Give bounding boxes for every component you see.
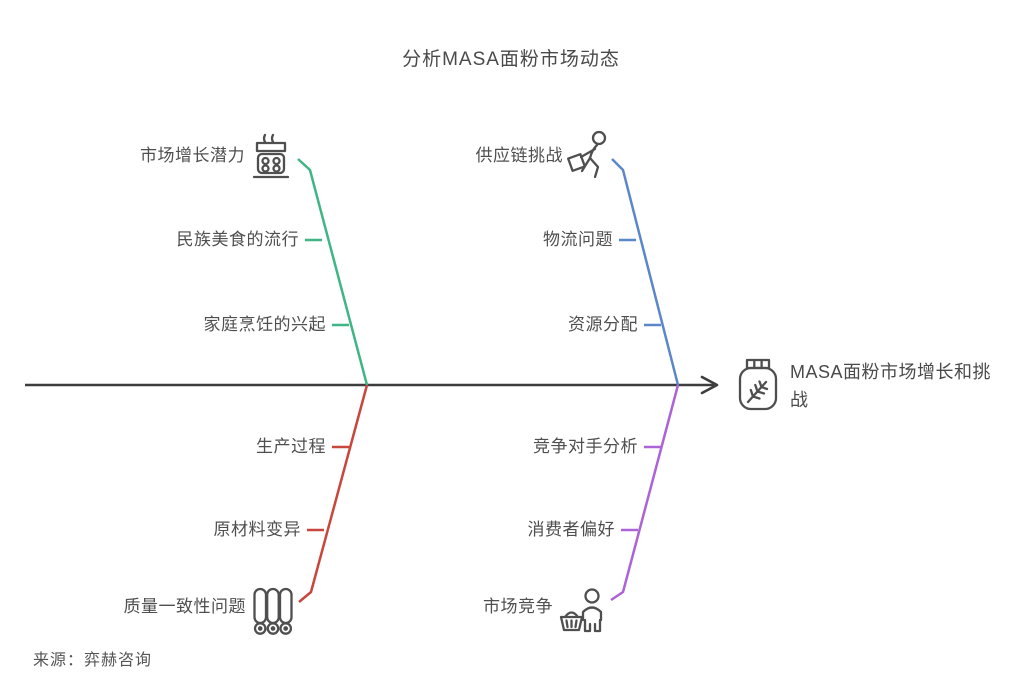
branch-line-quality — [298, 384, 369, 603]
cause-label: 民族美食的流行 — [176, 230, 299, 249]
branch-line-supply-chain — [611, 158, 680, 386]
source-credit: 来源：弈赫咨询 — [33, 652, 153, 669]
spine-arrowhead-icon — [700, 375, 719, 395]
branch-line-market-growth — [297, 158, 369, 386]
cause-label: 原材料变异 — [213, 520, 301, 539]
cause-label: 物流问题 — [543, 230, 613, 249]
cause-label: 家庭烹饪的兴起 — [203, 315, 326, 334]
branch-label-quality: 质量一致性问题 — [123, 597, 246, 616]
branch-label-supply-chain: 供应链挑战 — [475, 146, 563, 165]
cause-label: 生产过程 — [256, 437, 326, 456]
flour-bag-icon — [732, 356, 784, 414]
branch-label-competition: 市场竞争 — [483, 597, 553, 616]
branch-line-competition — [610, 384, 680, 602]
page-title: 分析MASA面粉市场动态 — [402, 49, 620, 70]
stove-icon — [246, 131, 296, 183]
effect-node: MASA面粉市场增长和挑战 — [790, 358, 1002, 414]
cause-label: 消费者偏好 — [527, 520, 615, 539]
effect-label: MASA面粉市场增长和挑战 — [790, 362, 992, 410]
delivery-worker-icon — [566, 128, 618, 186]
mill-rollers-icon — [250, 585, 296, 639]
shopper-basket-icon — [554, 586, 610, 642]
cause-label: 竞争对手分析 — [533, 437, 638, 456]
cause-label: 资源分配 — [568, 315, 638, 334]
branch-label-market-growth: 市场增长潜力 — [140, 146, 245, 165]
